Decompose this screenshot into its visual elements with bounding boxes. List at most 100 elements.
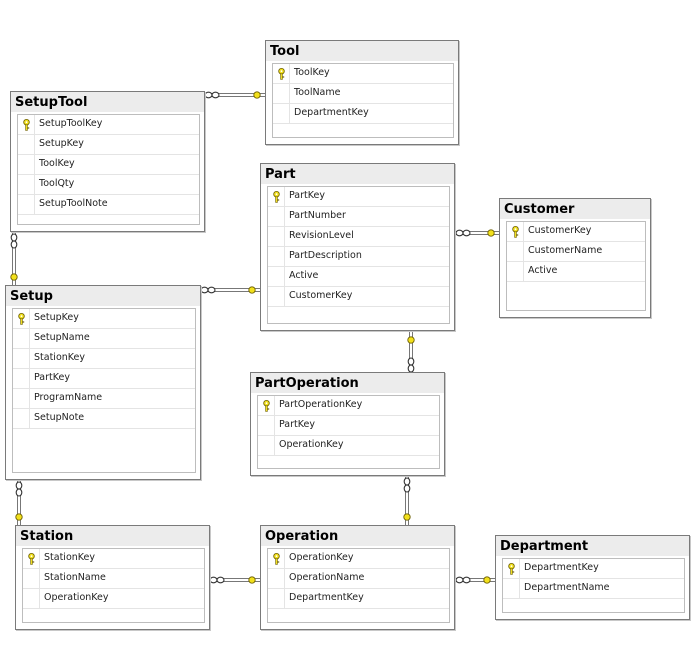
column-row[interactable]: OperationKey [23,589,204,609]
column-name: DepartmentKey [524,562,599,573]
row-selector [18,115,35,134]
column-row[interactable]: DepartmentKey [268,589,449,609]
column-row[interactable]: StationKey [23,549,204,569]
column-row[interactable]: CustomerName [507,242,645,262]
column-row[interactable]: Active [268,267,449,287]
column-row[interactable]: DepartmentKey [273,104,453,124]
column-row[interactable]: CustomerKey [507,222,645,242]
one-end-key-icon [403,513,411,521]
row-selector [268,549,285,568]
many-end-icon [403,484,411,493]
one-end-key-icon [483,576,491,584]
one-end-key-icon [15,513,23,521]
one-end-key-icon [487,229,495,237]
row-selector [23,589,40,608]
one-end-key-icon [10,273,18,281]
column-name: CustomerKey [528,225,592,236]
column-row[interactable]: PartOperationKey [258,396,439,416]
many-end-icon [15,488,23,497]
primary-key-icon [273,191,280,203]
column-row[interactable]: OperationKey [258,436,439,456]
column-row[interactable]: PartDescription [268,247,449,267]
row-selector [268,287,285,306]
row-selector [13,409,30,428]
table-title: PartOperation [251,373,444,393]
column-row[interactable]: OperationKey [268,549,449,569]
many-end-icon [204,91,213,99]
column-row[interactable]: SetupName [13,329,195,349]
one-end-key-icon [407,336,415,344]
column-name: SetupNote [34,412,85,423]
column-name: SetupToolKey [39,118,103,129]
column-name: StationKey [44,552,95,563]
column-name: StationName [44,572,106,583]
column-name: OperationKey [279,439,344,450]
column-name: DepartmentKey [289,592,364,603]
row-selector [503,579,520,598]
column-row[interactable]: Active [507,262,645,282]
primary-key-icon [263,400,270,412]
column-row[interactable]: PartNumber [268,207,449,227]
row-selector [273,84,290,103]
column-row[interactable]: RevisionLevel [268,227,449,247]
column-row[interactable]: SetupNote [13,409,195,429]
row-selector [273,64,290,83]
column-row[interactable]: ToolQty [18,175,199,195]
column-row[interactable]: ToolKey [18,155,199,175]
primary-key-icon [278,68,285,80]
column-name: PartKey [279,419,315,430]
row-selector [507,242,524,261]
column-row[interactable]: OperationName [268,569,449,589]
many-end-icon [403,477,411,486]
column-name: PartNumber [289,210,346,221]
column-row[interactable]: PartKey [13,369,195,389]
column-row[interactable]: CustomerKey [268,287,449,307]
row-selector [13,369,30,388]
column-row[interactable]: SetupToolKey [18,115,199,135]
row-selector [23,549,40,568]
row-selector [258,416,275,435]
column-row[interactable]: DepartmentKey [503,559,684,579]
table-title: Operation [261,526,454,546]
column-name: CustomerName [528,245,603,256]
column-row[interactable]: StationKey [13,349,195,369]
column-name: OperationName [289,572,365,583]
column-row[interactable]: ProgramName [13,389,195,409]
column-row[interactable]: ToolKey [273,64,453,84]
table-title: Station [16,526,209,546]
many-end-icon [216,576,225,584]
many-end-icon [200,286,209,294]
row-selector [13,389,30,408]
column-row[interactable]: SetupToolNote [18,195,199,215]
column-name: OperationKey [289,552,354,563]
many-end-icon [207,286,216,294]
column-row[interactable]: SetupKey [13,309,195,329]
primary-key-icon [508,563,515,575]
column-row[interactable]: PartKey [268,187,449,207]
column-row[interactable]: SetupKey [18,135,199,155]
column-row[interactable]: ToolName [273,84,453,104]
column-row[interactable]: PartKey [258,416,439,436]
one-end-key-icon [248,576,256,584]
column-row[interactable]: StationName [23,569,204,589]
column-name: SetupKey [34,312,79,323]
column-row[interactable]: DepartmentName [503,579,684,599]
column-name: ToolName [294,87,341,98]
row-selector [268,227,285,246]
one-end-key-icon [253,91,261,99]
